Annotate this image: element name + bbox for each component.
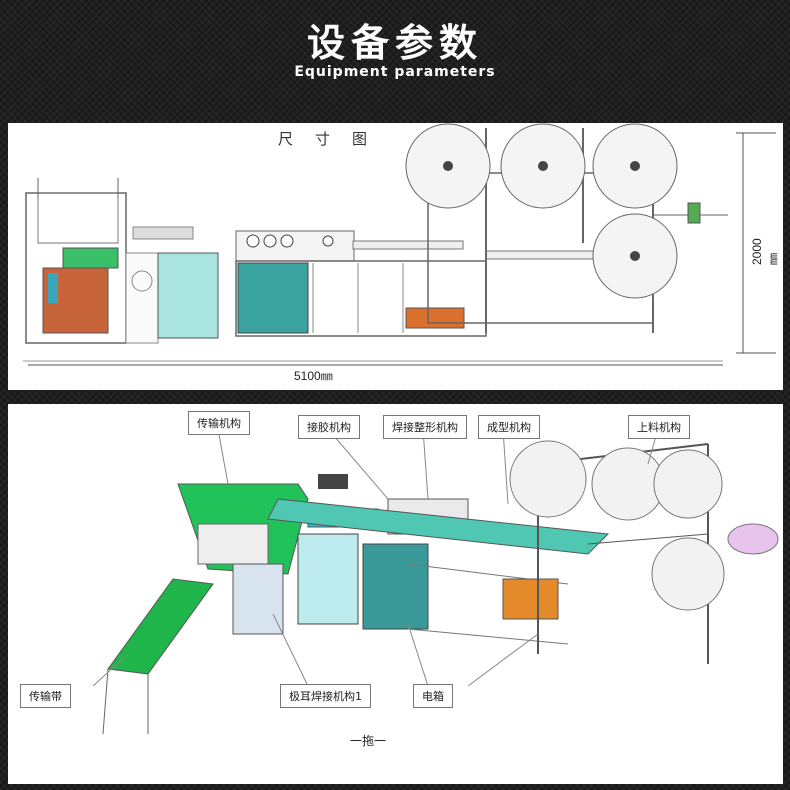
label-ear-loop-welding: 极耳焊接机构1: [280, 684, 371, 708]
page-title: 设备参数: [306, 21, 483, 65]
page-subtitle: Equipment parameters: [294, 64, 496, 80]
machine-isometric-view: [92, 428, 779, 735]
drawing-caption: 一拖一: [350, 734, 387, 748]
label-welding-shaping: 焊接整形机构: [383, 415, 467, 439]
height-dimension-label: 2000㎜: [750, 238, 780, 265]
dimension-drawing-panel: 尺寸图: [8, 123, 783, 390]
page-header: 设备参数 Equipment parameters: [0, 0, 790, 110]
machine-side-view: [23, 123, 776, 366]
label-transfer-mechanism: 传输机构: [188, 411, 250, 435]
label-loading-mechanism: 上料机构: [628, 415, 690, 439]
label-forming-mechanism: 成型机构: [478, 415, 540, 439]
width-dimension-label: 5100㎜: [294, 369, 333, 383]
label-electric-box: 电箱: [413, 684, 453, 708]
dimension-drawing-title: 尺寸图: [278, 130, 390, 148]
isometric-drawing-panel: 传输机构 接胶机构 焊接整形机构 成型机构 上料机构 传输带 极耳焊接机构1 电…: [8, 404, 783, 784]
label-glue-mechanism: 接胶机构: [298, 415, 360, 439]
label-conveyor-belt: 传输带: [20, 684, 71, 708]
